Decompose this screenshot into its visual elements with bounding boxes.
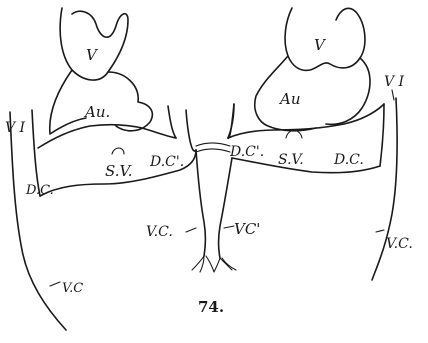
label-left-vc-outer: V.C [62,281,83,296]
central-veins [186,104,236,272]
label-left-v: V [86,46,99,64]
cross-duct-bottom [196,149,230,152]
right-outer-vein-a [372,98,397,280]
left-central-vein-inner [186,110,196,151]
label-left-sv: S.V. [105,162,133,180]
label-right-vc-outer: V.C. [386,236,413,252]
right-ventricle-outline [285,8,365,70]
right-central-vein [219,158,233,258]
label-left-au: Au. [83,103,110,121]
label-right-sv: S.V. [278,152,304,168]
label-left-vi: V I [5,120,26,136]
right-vc-stroke [376,230,384,232]
label-right-vi: V I [384,74,405,90]
label-right-dc-inner: D.C'. [229,144,264,160]
label-left-dc-inner: D.C'. [149,154,184,170]
label-left-vc-inner: V.C. [146,224,173,240]
label-right-v: V [314,36,327,54]
label-right-au: Au [278,90,301,108]
right-outer-vein-b [380,104,384,166]
left-ventricle-outline [60,8,128,80]
label-left-dc-outer: D.C. [25,183,54,198]
vein-tips [192,256,236,272]
right-atrium-outline [255,56,370,131]
cross-duct-top [196,143,230,146]
left-vc-tick [186,228,196,232]
left-dc-prime-line [168,106,176,138]
right-vc-tick [224,226,234,228]
left-central-vein [196,150,206,256]
right-vi-tick [392,90,394,100]
figure-number: 74. [198,298,224,316]
label-right-vc-inner: VC' [234,220,260,238]
left-vc-stroke [50,282,60,286]
left-sv-valve [112,148,124,154]
label-right-dc-outer: D.C. [333,152,364,168]
right-sv-valve [286,131,302,139]
left-outer-vein-a [10,112,66,330]
